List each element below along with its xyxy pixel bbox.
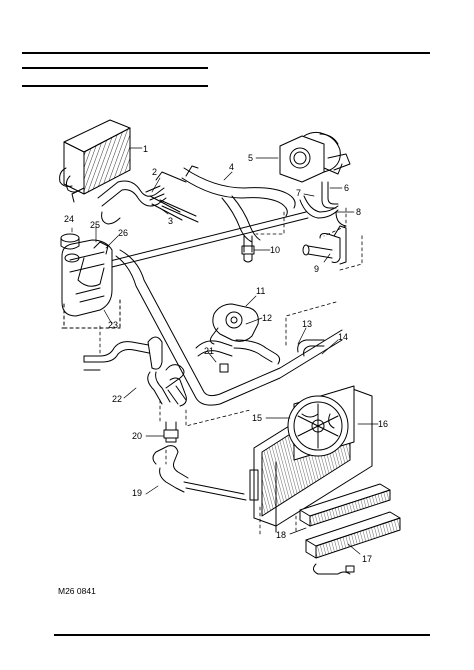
callout-4: 4 xyxy=(229,162,234,172)
callout-10: 10 xyxy=(270,245,280,255)
expansion-tank xyxy=(61,239,113,317)
callout-leaders xyxy=(71,147,379,555)
small-radiator-hose xyxy=(297,339,325,357)
callout-9: 9 xyxy=(314,264,319,274)
water-pump xyxy=(209,303,259,345)
expansion-pipe xyxy=(105,211,343,406)
header-rule-full xyxy=(22,52,430,54)
callout-23: 23 xyxy=(108,320,118,330)
callout-22: 22 xyxy=(112,394,122,404)
thermostat-housing xyxy=(279,131,351,183)
callout-16: 16 xyxy=(378,419,388,429)
callout-17: 17 xyxy=(362,554,372,564)
elbow-pipe xyxy=(302,225,347,265)
callout-3: 3 xyxy=(168,216,173,226)
callout-21: 21 xyxy=(204,346,214,356)
header-rule-short-2 xyxy=(22,85,208,87)
tank-bracket-guide xyxy=(61,299,121,329)
oil-cooler-lower xyxy=(305,511,401,575)
callout-19: 19 xyxy=(132,488,142,498)
callout-6: 6 xyxy=(344,183,349,193)
heater-hoses xyxy=(97,180,199,225)
bottom-hose xyxy=(152,445,247,501)
callout-18: 18 xyxy=(276,530,286,540)
drain-fitting xyxy=(163,421,179,443)
filler-cap xyxy=(60,233,80,250)
assembly-guide-lines xyxy=(99,207,363,535)
callout-11: 11 xyxy=(256,286,265,296)
header-rule-short-1 xyxy=(22,67,208,69)
bleed-pipe xyxy=(299,181,347,227)
callout-13: 13 xyxy=(302,319,312,329)
callout-7: 7 xyxy=(296,188,301,198)
heater-matrix xyxy=(59,119,131,203)
bypass-hoses xyxy=(165,339,281,407)
callout-14: 14 xyxy=(338,332,348,342)
callout-15: 15 xyxy=(252,413,262,423)
footer-rule xyxy=(54,634,430,636)
callout-1: 1 xyxy=(143,144,148,154)
figure-code: M26 0841 xyxy=(58,586,96,596)
callout-20: 20 xyxy=(132,431,142,441)
callout-26: 26 xyxy=(118,228,128,238)
oil-cooler-upper xyxy=(299,483,391,527)
top-hose xyxy=(155,165,296,243)
callout-25: 25 xyxy=(90,220,100,230)
cooling-fan xyxy=(287,385,355,461)
callout-labels: 1 2 3 4 5 6 7 8 9 10 11 12 13 14 15 16 1… xyxy=(64,144,388,564)
callout-5: 5 xyxy=(248,153,253,163)
lower-hose-left xyxy=(83,336,171,405)
callout-24: 24 xyxy=(64,214,74,224)
callout-2: 2 xyxy=(152,167,157,177)
callout-8: 8 xyxy=(356,207,361,217)
callout-12: 12 xyxy=(262,313,272,323)
